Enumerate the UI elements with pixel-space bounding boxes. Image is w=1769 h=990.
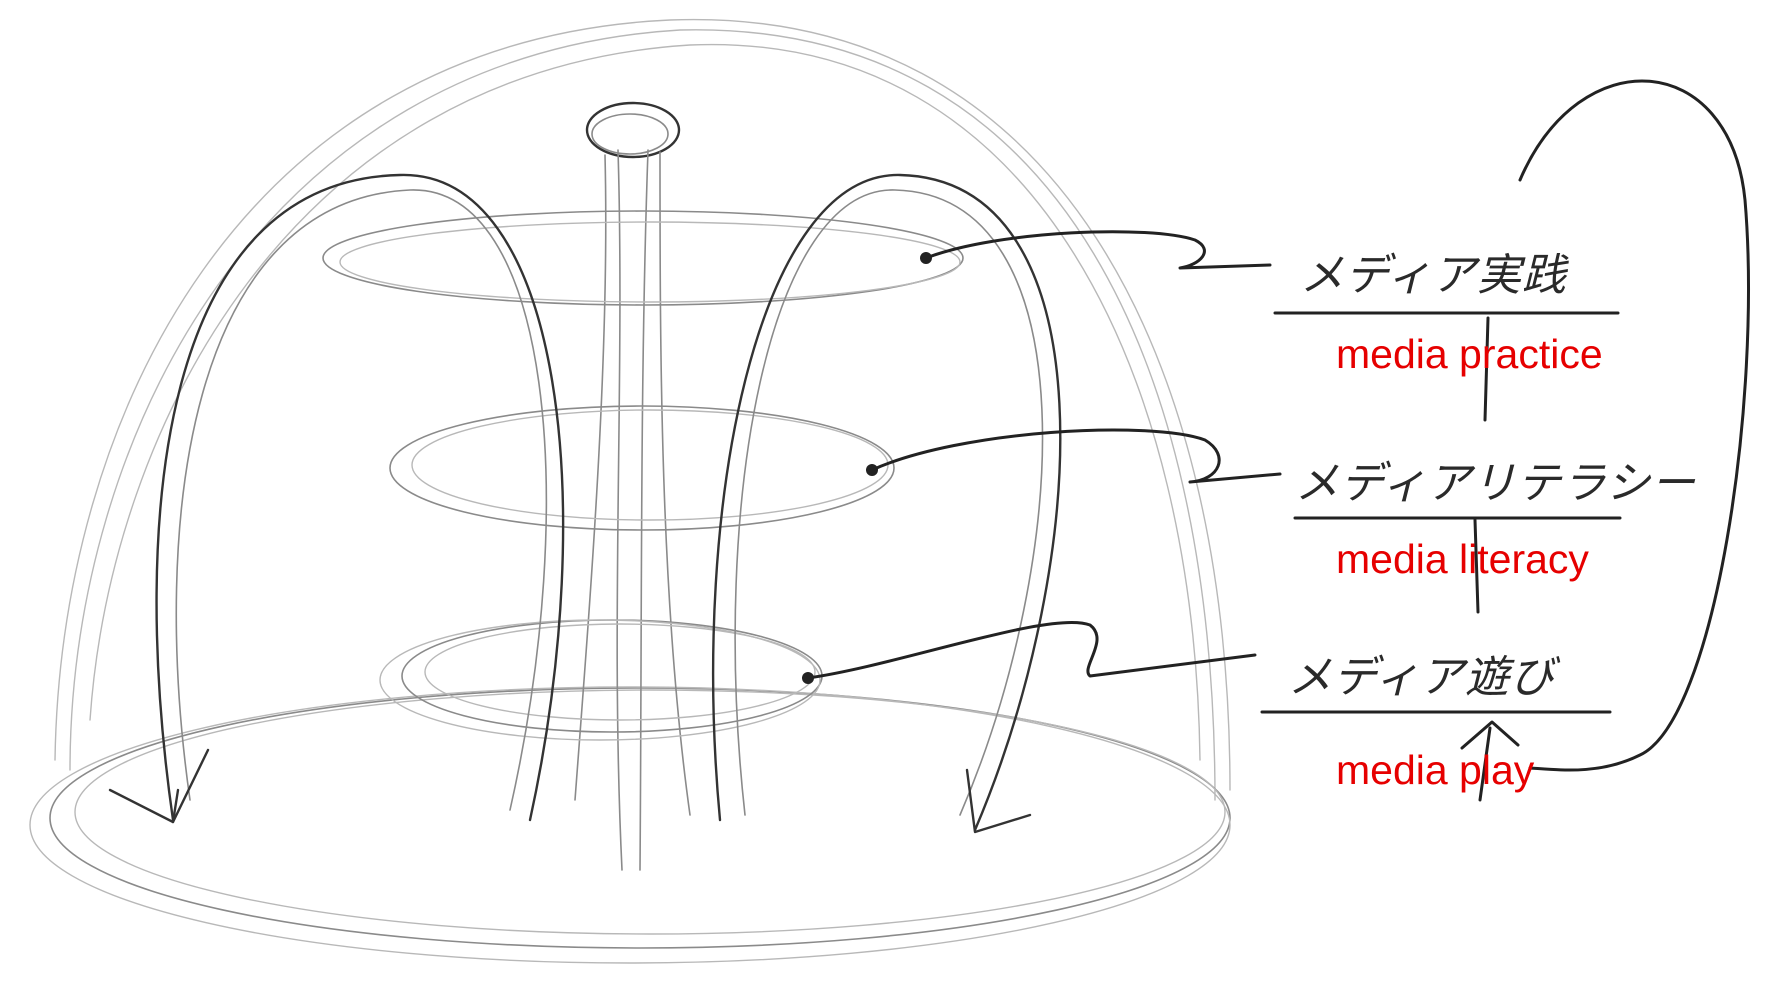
base-ellipse xyxy=(29,686,1231,964)
ja-label-play: メディア遊び xyxy=(1288,652,1561,703)
ja-label-practice: メディア実践 xyxy=(1300,250,1569,301)
connector-literacy xyxy=(866,428,1282,484)
en-label-literacy: media literacy xyxy=(1336,536,1589,582)
right-swirl-arrow xyxy=(712,173,1062,834)
left-swirl-arrow xyxy=(108,173,565,824)
connector-play xyxy=(802,620,1257,684)
vortex-stem xyxy=(574,149,691,871)
ja-label-literacy: メディアリテラシー xyxy=(1295,458,1696,509)
layer-ellipse-practice xyxy=(322,210,964,306)
connector-practice xyxy=(920,230,1272,270)
dome-outline xyxy=(54,18,1231,801)
layer-ellipse-play xyxy=(379,619,823,741)
en-label-practice: media practice xyxy=(1336,331,1603,377)
en-label-play: media play xyxy=(1336,747,1535,793)
top-ring xyxy=(585,101,681,159)
label-ladder xyxy=(1260,79,1750,802)
